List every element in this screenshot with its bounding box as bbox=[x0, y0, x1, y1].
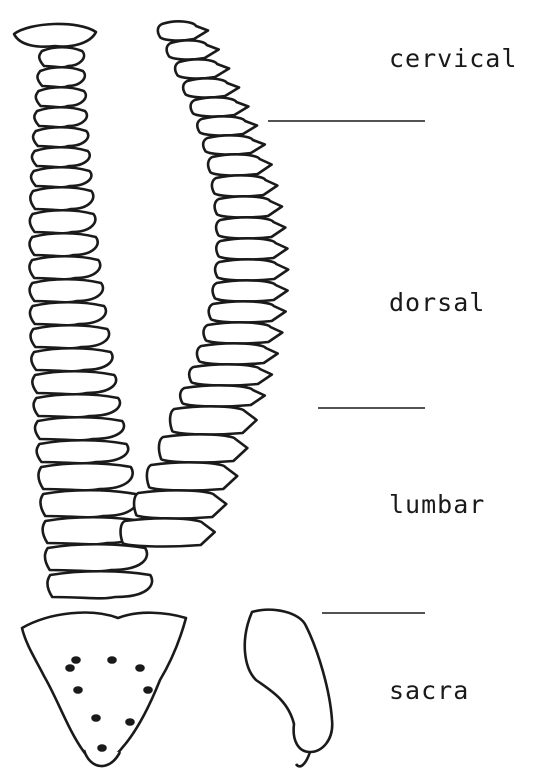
spine-front-view bbox=[14, 24, 186, 766]
front-coccyx bbox=[84, 750, 120, 766]
front-vertebra bbox=[37, 67, 84, 87]
side-vertebra bbox=[170, 406, 257, 434]
label-cervical: cervical bbox=[389, 44, 517, 73]
label-dorsal: dorsal bbox=[389, 288, 485, 317]
front-vertebra bbox=[45, 544, 147, 571]
side-vertebra bbox=[191, 97, 249, 116]
front-vertebra bbox=[34, 107, 87, 127]
sacral-foramen bbox=[73, 658, 80, 663]
side-vertebra bbox=[134, 490, 226, 518]
label-lumbar: lumbar bbox=[389, 490, 485, 519]
front-vertebra bbox=[30, 187, 93, 210]
side-coccyx bbox=[296, 752, 310, 766]
side-vertebra bbox=[159, 434, 247, 462]
side-vertebra bbox=[180, 385, 265, 406]
front-vertebra bbox=[30, 279, 103, 302]
front-vertebra bbox=[34, 394, 120, 417]
sacral-foramen bbox=[67, 666, 74, 671]
side-vertebra bbox=[147, 462, 237, 490]
front-vertebra bbox=[33, 127, 88, 147]
side-vertebra bbox=[158, 21, 208, 40]
front-vertebra bbox=[31, 348, 112, 371]
side-vertebra bbox=[209, 301, 286, 322]
front-vertebra bbox=[30, 210, 96, 233]
front-vertebra bbox=[32, 371, 116, 394]
region-dividers bbox=[268, 121, 425, 613]
sacral-foramen bbox=[127, 720, 134, 725]
front-vertebra bbox=[29, 256, 100, 279]
sacral-foramen bbox=[145, 688, 152, 693]
side-vertebra bbox=[215, 259, 288, 280]
front-sacrum bbox=[22, 613, 186, 760]
front-vertebra bbox=[32, 147, 90, 167]
front-atlas bbox=[14, 24, 96, 47]
side-vertebra bbox=[183, 78, 239, 97]
side-vertebra bbox=[215, 196, 282, 217]
side-vertebra bbox=[167, 40, 219, 59]
side-vertebra bbox=[197, 116, 257, 135]
front-vertebra bbox=[37, 440, 129, 463]
side-sacrum bbox=[245, 610, 332, 752]
front-vertebra bbox=[47, 571, 152, 598]
side-vertebra bbox=[216, 217, 285, 238]
front-vertebra bbox=[29, 233, 97, 256]
side-vertebra bbox=[212, 175, 277, 196]
side-vertebra bbox=[189, 364, 272, 385]
front-vertebra bbox=[40, 490, 137, 517]
front-vertebra bbox=[39, 47, 84, 67]
side-vertebra bbox=[208, 154, 272, 175]
front-vertebra bbox=[30, 302, 106, 325]
front-vertebra bbox=[35, 417, 124, 440]
front-vertebra bbox=[31, 325, 110, 348]
side-vertebra bbox=[203, 135, 265, 154]
side-vertebra bbox=[203, 322, 282, 343]
side-vertebra bbox=[216, 238, 287, 259]
side-vertebra bbox=[175, 59, 229, 78]
front-vertebra bbox=[36, 87, 86, 107]
label-sacra: sacra bbox=[389, 676, 469, 705]
sacral-foramen bbox=[75, 688, 82, 693]
sacral-foramen bbox=[137, 666, 144, 671]
sacral-foramen bbox=[93, 716, 100, 721]
side-vertebra bbox=[213, 280, 288, 301]
front-vertebra bbox=[38, 463, 132, 490]
side-vertebra bbox=[121, 518, 215, 546]
side-vertebra bbox=[197, 343, 278, 364]
front-vertebra bbox=[31, 167, 91, 187]
sacral-foramen bbox=[109, 658, 116, 663]
sacral-foramen bbox=[99, 746, 106, 751]
